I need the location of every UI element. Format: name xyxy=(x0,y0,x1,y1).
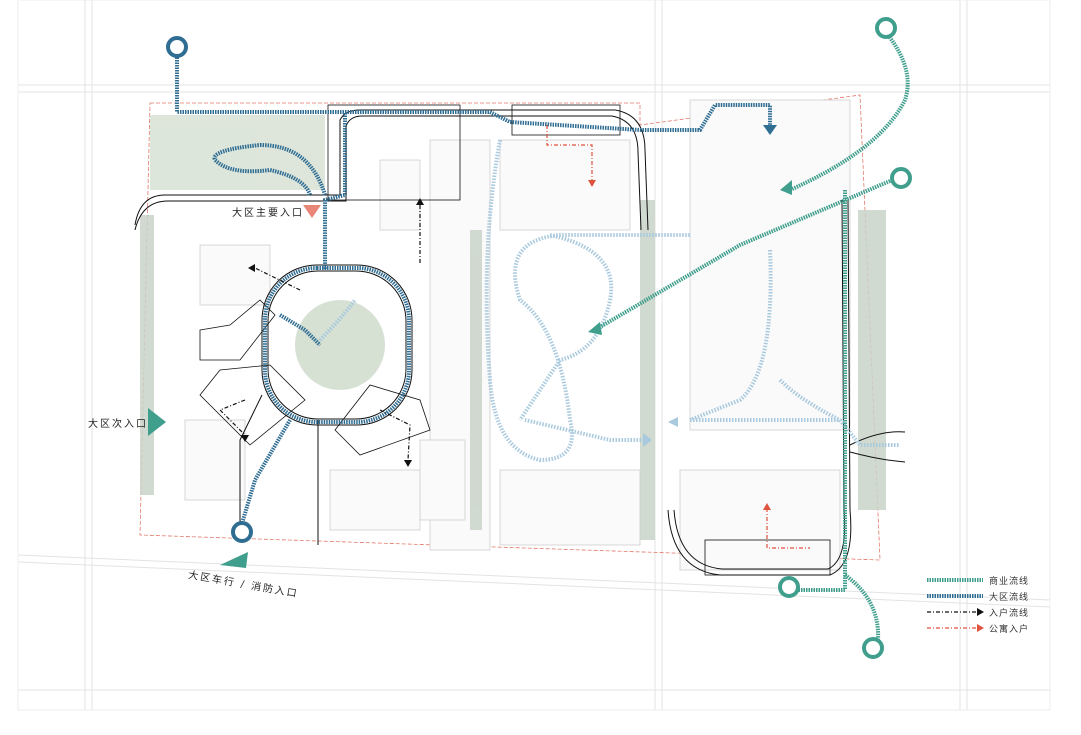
secondary-entrance-label: 大区次入口 xyxy=(88,419,148,430)
legend-item-district: 大区流线 xyxy=(925,588,1029,604)
legend-label: 商业流线 xyxy=(989,576,1030,587)
commercial-flows xyxy=(593,33,910,641)
district-line-swatch xyxy=(927,594,983,598)
residential-entry-arrowheads xyxy=(241,198,424,467)
legend-label: 公寓入户 xyxy=(989,624,1030,635)
apartment-arrow-swatch xyxy=(927,624,984,632)
main-entrance-label: 大区主要入口 xyxy=(232,208,304,219)
legend-item-commercial: 商业流线 xyxy=(925,572,1029,588)
site-boundary xyxy=(139,94,881,561)
street-grid xyxy=(17,0,1051,711)
district-light-flows xyxy=(318,139,900,463)
residential-arrow-swatch xyxy=(927,608,984,616)
entrance-markers xyxy=(148,205,321,568)
flow-arrowheads xyxy=(588,125,792,447)
flow-endpoints xyxy=(166,17,912,659)
legend-item-apartment: 公寓入户 xyxy=(925,620,1029,636)
apartment-entry-flows xyxy=(546,125,810,549)
apartment-entry-arrowheads xyxy=(588,180,771,510)
residential-entry-flows xyxy=(218,205,421,461)
legend-label: 入户流线 xyxy=(989,608,1030,619)
legend-label: 大区流线 xyxy=(989,592,1030,603)
district-flows xyxy=(175,55,772,531)
legend-item-residential: 入户流线 xyxy=(925,604,1029,620)
legend: 商业流线 大区流线 入户流线 公寓入户 xyxy=(925,572,1029,636)
commercial-line-swatch xyxy=(927,578,983,582)
